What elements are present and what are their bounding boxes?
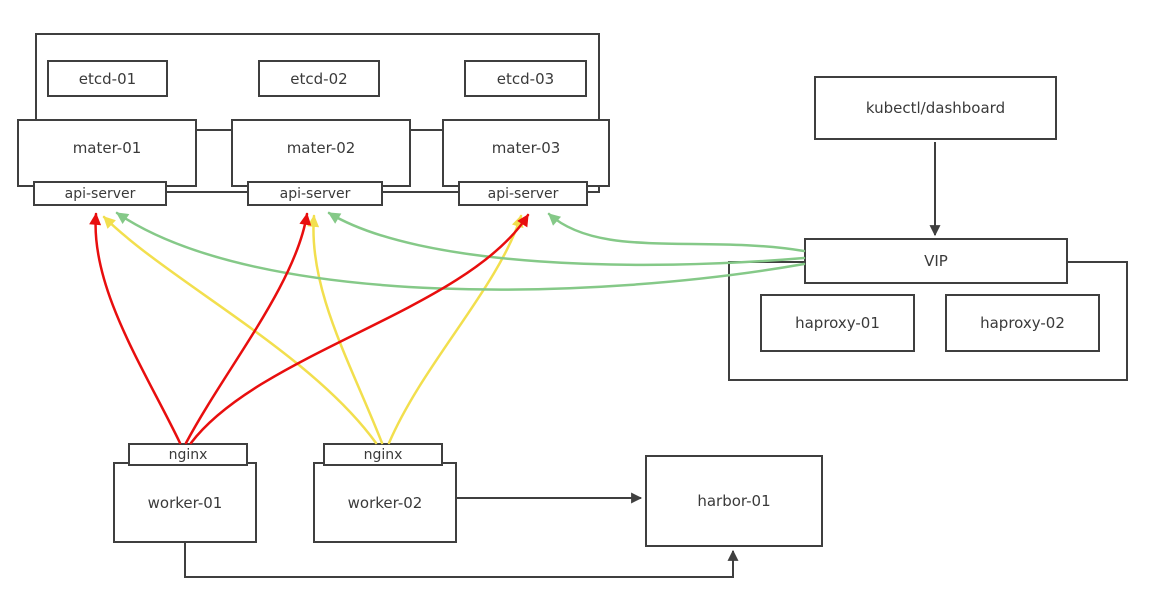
api-server-master-01: api-server — [33, 181, 167, 206]
node-label: mater-01 — [72, 139, 142, 157]
node-label: etcd-01 — [78, 69, 137, 88]
node-label: worker-01 — [147, 493, 223, 512]
node-etcd-01: etcd-01 — [47, 60, 168, 97]
flow-worker02-nginx-to-api01 — [102, 215, 378, 445]
flow-worker02-nginx-to-api02 — [307, 214, 384, 445]
node-label: etcd-03 — [496, 69, 555, 88]
nginx-label: nginx — [363, 446, 403, 463]
flow-vip-to-api02 — [327, 211, 806, 267]
node-master-01: mater-01 — [17, 119, 197, 187]
node-etcd-02: etcd-02 — [258, 60, 380, 97]
node-kubectl-dashboard: kubectl/dashboard — [814, 76, 1057, 140]
nginx-label: nginx — [168, 446, 208, 463]
node-label: etcd-02 — [290, 69, 348, 88]
flow-worker01-nginx-to-api03 — [189, 213, 530, 445]
node-harbor-01: harbor-01 — [645, 455, 823, 547]
node-label: harbor-01 — [697, 492, 771, 510]
node-vip: VIP — [804, 238, 1068, 284]
node-label: kubectl/dashboard — [865, 99, 1006, 117]
flow-worker02-nginx-to-api03 — [387, 214, 524, 445]
api-server-label: api-server — [64, 185, 136, 202]
flow-vip-to-api01 — [115, 211, 806, 291]
flow-worker01-nginx-to-api02 — [184, 212, 312, 445]
node-label: mater-03 — [491, 139, 561, 157]
api-server-label: api-server — [487, 185, 559, 202]
node-label: VIP — [924, 252, 948, 270]
arrow-worker01-to-harbor — [184, 543, 739, 578]
nginx-worker-01: nginx — [128, 443, 248, 466]
node-haproxy-01: haproxy-01 — [760, 294, 915, 352]
node-label: haproxy-01 — [795, 314, 880, 332]
node-etcd-03: etcd-03 — [464, 60, 587, 97]
api-server-master-03: api-server — [458, 181, 588, 206]
node-worker-02: worker-02 — [313, 462, 457, 543]
node-master-02: mater-02 — [231, 119, 411, 187]
node-label: mater-02 — [286, 139, 356, 157]
flow-worker01-nginx-to-api01 — [89, 212, 182, 445]
nginx-worker-02: nginx — [323, 443, 443, 466]
node-label: worker-02 — [347, 493, 423, 512]
node-master-03: mater-03 — [442, 119, 610, 187]
node-worker-01: worker-01 — [113, 462, 257, 543]
api-server-label: api-server — [279, 185, 351, 202]
flow-vip-to-api03 — [547, 212, 806, 253]
node-label: haproxy-02 — [980, 314, 1065, 332]
node-haproxy-02: haproxy-02 — [945, 294, 1100, 352]
api-server-master-02: api-server — [247, 181, 383, 206]
